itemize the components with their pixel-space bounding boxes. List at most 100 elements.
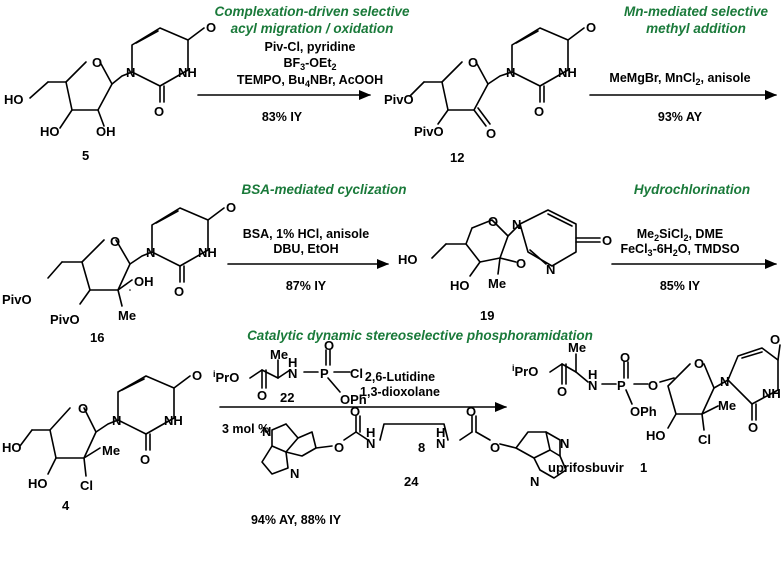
svg-text:N: N — [126, 65, 135, 80]
svg-text:OH: OH — [134, 274, 154, 289]
svg-text:N: N — [530, 474, 539, 489]
svg-text:N: N — [588, 378, 597, 393]
svg-text:MeMgBr, MnCl2, anisole: MeMgBr, MnCl2, anisole — [609, 71, 750, 87]
product-1-label: 1 — [640, 460, 647, 475]
svg-text:N: N — [560, 436, 569, 451]
product-1: iPrO O Me N H P O O OPh O N NH O O — [512, 332, 781, 475]
svg-text:Me: Me — [118, 308, 136, 323]
svg-text:N: N — [146, 245, 155, 260]
step-5-title: Catalytic dynamic stereoselective phosph… — [247, 328, 593, 343]
svg-text:8: 8 — [418, 440, 425, 455]
step-3-title: BSA-mediated cyclization — [241, 182, 406, 197]
svg-text:Cl: Cl — [698, 432, 711, 447]
svg-text:NH: NH — [164, 413, 183, 428]
svg-text:HO: HO — [450, 278, 470, 293]
svg-text:NH: NH — [558, 65, 577, 80]
svg-text:N: N — [290, 466, 299, 481]
svg-text:N: N — [720, 374, 729, 389]
svg-text:N: N — [436, 436, 445, 451]
svg-text:O: O — [620, 350, 630, 365]
svg-text:PivO: PivO — [50, 312, 80, 327]
svg-text:O: O — [488, 214, 498, 229]
svg-text:BSA, 1% HCl, anisole: BSA, 1% HCl, anisole — [243, 227, 369, 241]
step-3: BSA-mediated cyclization BSA, 1% HCl, an… — [227, 182, 407, 293]
compound-4-label: 4 — [62, 498, 70, 513]
svg-text:O: O — [586, 20, 596, 35]
svg-text:85% IY: 85% IY — [660, 279, 701, 293]
step-1-title-2: acyl migration / oxidation — [231, 21, 394, 36]
svg-text:O: O — [154, 104, 164, 119]
svg-text:Me: Me — [270, 347, 288, 362]
svg-text:P: P — [320, 366, 329, 381]
svg-text:Me: Me — [488, 276, 506, 291]
svg-text:N: N — [262, 424, 271, 439]
step-4-title: Hydrochlorination — [634, 182, 750, 197]
svg-text:O: O — [334, 440, 344, 455]
compound-19-label: 19 — [480, 308, 494, 323]
svg-text:O: O — [350, 404, 360, 419]
svg-text:O: O — [324, 338, 334, 353]
svg-text:3 mol %: 3 mol % — [222, 422, 269, 436]
svg-text:O: O — [92, 55, 102, 70]
step-4: Hydrochlorination Me2SiCl2, DME FeCl3-6H… — [611, 182, 777, 293]
svg-text:N: N — [112, 413, 121, 428]
svg-text:PivO: PivO — [414, 124, 444, 139]
svg-text:PivO: PivO — [384, 92, 414, 107]
svg-text:DBU, EtOH: DBU, EtOH — [273, 242, 338, 256]
svg-text:N: N — [288, 366, 297, 381]
svg-text:H: H — [588, 367, 597, 382]
compound-4: O N NH O O Me Cl HO HO 4 — [2, 368, 202, 513]
svg-text:N: N — [366, 436, 375, 451]
svg-text:O: O — [78, 401, 88, 416]
svg-text:HO: HO — [398, 252, 418, 267]
svg-text:87% IY: 87% IY — [286, 279, 327, 293]
svg-text:N: N — [546, 262, 555, 277]
svg-text:OPh: OPh — [340, 392, 367, 407]
svg-text:O: O — [694, 356, 704, 371]
svg-text:N: N — [506, 65, 515, 80]
svg-text:93% AY: 93% AY — [658, 110, 703, 124]
svg-text:Me2SiCl2, DME: Me2SiCl2, DME — [637, 227, 723, 243]
svg-text:O: O — [486, 126, 496, 141]
svg-text:O: O — [466, 404, 476, 419]
svg-text:O: O — [748, 420, 758, 435]
svg-text:O: O — [648, 378, 658, 393]
compound-19: O N O N O HO HO Me 19 — [398, 209, 612, 323]
step-5: Catalytic dynamic stereoselective phosph… — [213, 328, 593, 527]
svg-text:1,3-dioxolane: 1,3-dioxolane — [360, 385, 440, 399]
svg-text:O: O — [174, 284, 184, 299]
svg-text:FeCl3-6H2O, TMDSO: FeCl3-6H2O, TMDSO — [620, 242, 739, 258]
svg-text:O: O — [468, 55, 478, 70]
svg-text:94% AY, 88% IY: 94% AY, 88% IY — [251, 513, 342, 527]
svg-text:OPh: OPh — [630, 404, 657, 419]
svg-text:2,6-Lutidine: 2,6-Lutidine — [365, 370, 435, 384]
svg-text:H: H — [366, 425, 375, 440]
svg-text:HO: HO — [4, 92, 24, 107]
svg-text:83% IY: 83% IY — [262, 110, 303, 124]
compound-16-label: 16 — [90, 330, 104, 345]
svg-text:O: O — [206, 20, 216, 35]
svg-text:O: O — [557, 384, 567, 399]
svg-text:O: O — [226, 200, 236, 215]
step-1-title: Complexation-driven selective — [214, 4, 410, 19]
svg-text:HO: HO — [40, 124, 60, 139]
svg-text:Cl: Cl — [350, 366, 363, 381]
svg-text:O: O — [490, 440, 500, 455]
svg-text:NH: NH — [762, 386, 781, 401]
svg-text:O: O — [516, 256, 526, 271]
svg-text:O: O — [534, 104, 544, 119]
svg-text:PivO: PivO — [2, 292, 32, 307]
svg-text:O: O — [770, 332, 780, 347]
step-1: Complexation-driven selective acyl migra… — [197, 4, 410, 124]
svg-text:O: O — [602, 233, 612, 248]
reagent-22-label: 22 — [280, 390, 294, 405]
svg-text:N: N — [512, 217, 521, 232]
product-name: uprifosbuvir — [548, 460, 624, 475]
step-2-title: Mn-mediated selective — [624, 4, 769, 19]
svg-text:H: H — [436, 425, 445, 440]
step-2: Mn-mediated selective methyl addition Me… — [589, 4, 777, 124]
svg-text:Me: Me — [718, 398, 736, 413]
svg-text:Piv-Cl, pyridine: Piv-Cl, pyridine — [265, 40, 356, 54]
svg-text:O: O — [140, 452, 150, 467]
